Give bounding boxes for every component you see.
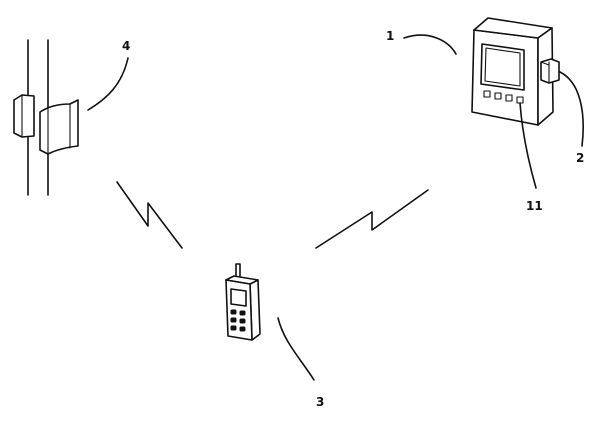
leader-line-11: [519, 102, 537, 189]
handset: [225, 263, 261, 341]
label-handset: 3: [316, 395, 324, 409]
main-unit: [471, 17, 554, 126]
handset-front-face: [225, 279, 253, 341]
handset-keypad: [230, 309, 246, 332]
main-unit-button-1: [483, 90, 491, 98]
door-sensor-magnet: [39, 99, 79, 155]
main-unit-button-3: [505, 94, 513, 102]
wireless-link-left: [116, 181, 183, 249]
leader-line-2: [559, 71, 584, 147]
main-unit-display: [480, 43, 525, 91]
door-sensor: [13, 94, 79, 155]
label-side-module: 2: [576, 151, 584, 165]
label-door-sensor: 4: [122, 39, 130, 53]
door-sensor-fixed-part: [13, 94, 35, 138]
leader-line-3: [277, 317, 315, 381]
label-button-row: 11: [526, 199, 543, 213]
side-module: [540, 58, 560, 84]
wireless-link-right: [315, 189, 429, 249]
label-main-unit: 1: [386, 29, 394, 43]
handset-screen: [230, 288, 247, 307]
leader-line-1: [403, 34, 457, 55]
main-unit-button-2: [494, 92, 502, 100]
leader-line-4: [87, 57, 129, 111]
